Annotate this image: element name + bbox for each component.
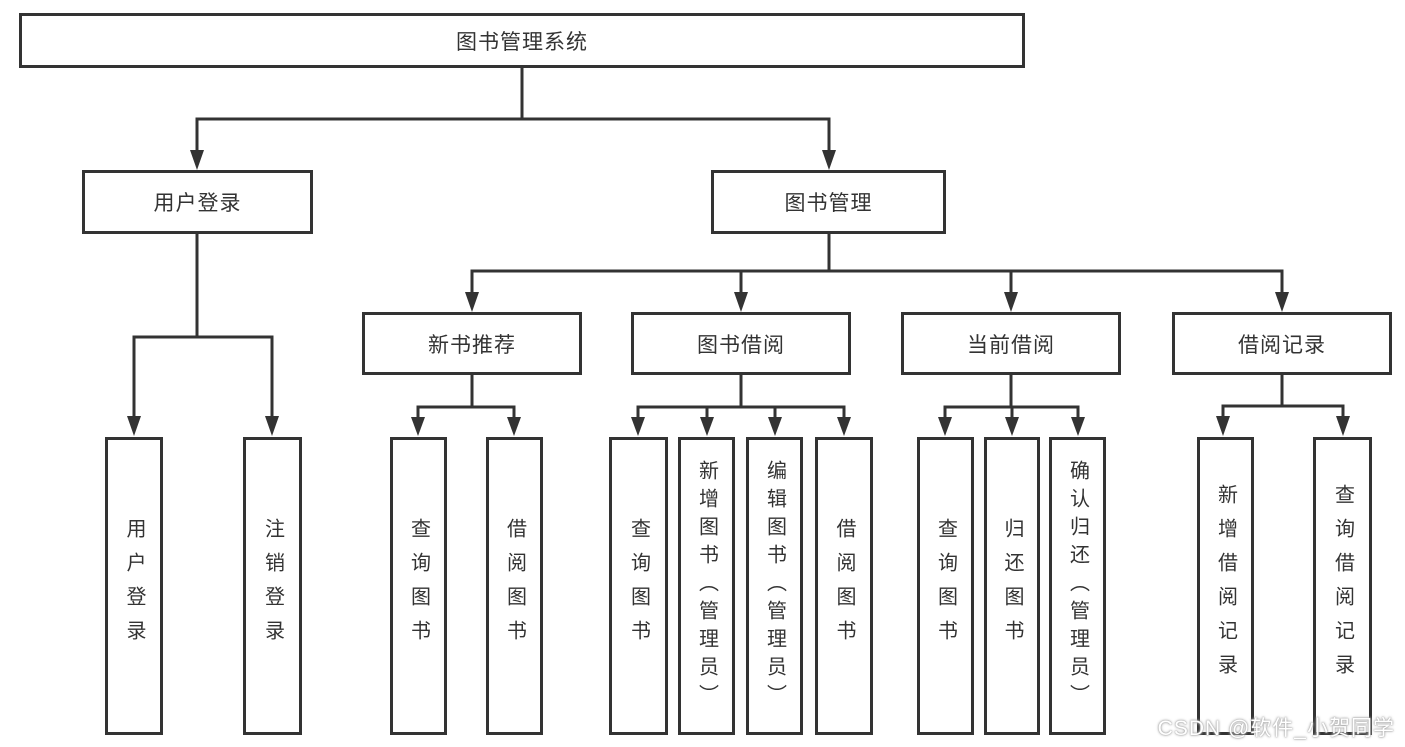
node-label: 查询图书 — [627, 518, 650, 654]
node-label: 图书管理系统 — [456, 30, 588, 54]
leaf-records-query-record: 查询借阅记录 — [1313, 437, 1372, 735]
node-label: 图书管理 — [784, 192, 873, 215]
node-label: 注销登录 — [261, 518, 284, 654]
node-label: 查询图书 — [407, 518, 430, 654]
leaf-borrowing-add-books-admin: 新增图书（管理员） — [678, 437, 735, 735]
leaf-borrowing-edit-books-admin: 编辑图书（管理员） — [746, 437, 803, 735]
node-label: 查询借阅记录 — [1331, 484, 1354, 688]
node-current-borrowing: 当前借阅 — [901, 312, 1121, 375]
node-new-book-recommendation: 新书推荐 — [362, 312, 582, 375]
node-label: 用户登录 — [153, 192, 242, 215]
leaf-logout: 注销登录 — [243, 437, 302, 735]
node-label: 新书推荐 — [428, 333, 516, 357]
node-label: 用户登录 — [123, 518, 145, 654]
node-label: 借阅记录 — [1238, 333, 1326, 357]
leaf-current-confirm-return-admin: 确认归还（管理员） — [1049, 437, 1106, 735]
node-label: 图书借阅 — [697, 333, 785, 357]
node-borrowing-records: 借阅记录 — [1172, 312, 1392, 375]
node-label: 新增借阅记录 — [1214, 484, 1237, 688]
node-user-login: 用户登录 — [82, 170, 313, 234]
node-label: 新增图书（管理员） — [695, 460, 718, 712]
leaf-borrowing-borrow-books: 借阅图书 — [815, 437, 873, 735]
node-label: 借阅图书 — [503, 518, 526, 654]
leaf-current-return-books: 归还图书 — [984, 437, 1040, 735]
node-label: 归还图书 — [1001, 518, 1023, 654]
node-label: 当前借阅 — [967, 333, 1055, 357]
node-label: 编辑图书（管理员） — [763, 460, 786, 712]
leaf-records-add-record: 新增借阅记录 — [1197, 437, 1254, 735]
leaf-recommend-query-books: 查询图书 — [390, 437, 447, 735]
csdn-watermark: CSDN @软件_小贺同学 — [1157, 717, 1395, 740]
leaf-borrowing-query-books: 查询图书 — [609, 437, 668, 735]
leaf-recommend-borrow-books: 借阅图书 — [486, 437, 543, 735]
node-label: 确认归还（管理员） — [1066, 460, 1089, 712]
node-label: 查询图书 — [934, 518, 957, 654]
node-book-management: 图书管理 — [711, 170, 946, 234]
node-library-management-system: 图书管理系统 — [19, 13, 1025, 68]
leaf-user-login: 用户登录 — [105, 437, 163, 735]
leaf-current-query-books: 查询图书 — [917, 437, 974, 735]
node-book-borrowing: 图书借阅 — [631, 312, 851, 375]
node-label: 借阅图书 — [833, 518, 855, 654]
